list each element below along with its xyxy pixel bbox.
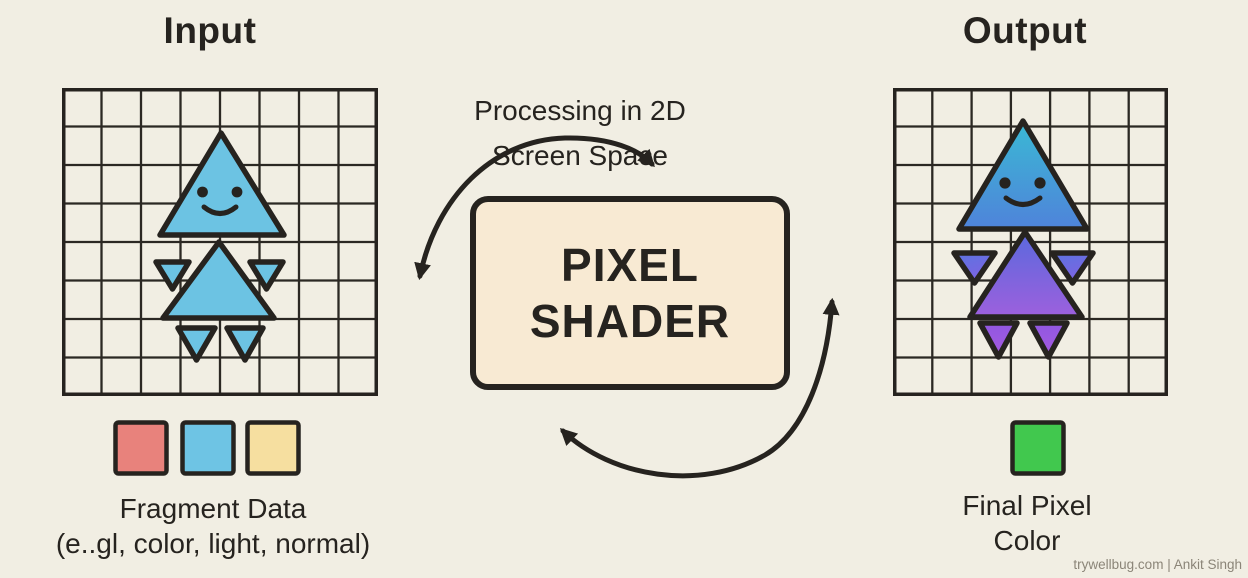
- character-left-eye: [999, 177, 1011, 189]
- character-right-arm: [1049, 250, 1096, 286]
- character-body: [967, 229, 1085, 320]
- pixel-shader-box-line1: PIXEL: [561, 239, 699, 291]
- character-right-eye: [1034, 177, 1046, 189]
- character-smile: [201, 204, 239, 216]
- grid-border: [62, 88, 378, 396]
- input-triangle-character: [153, 130, 287, 363]
- input-pixel-grid: [62, 88, 378, 396]
- processing-label-line2: Screen Space: [492, 140, 668, 171]
- final-pixel-caption-line1: Final Pixel: [962, 490, 1092, 521]
- character-head: [956, 118, 1090, 232]
- output-triangle-character: [951, 118, 1096, 360]
- fragment-data-caption-line1: Fragment Data: [119, 493, 307, 524]
- final-pixel-caption: Final Pixel Color: [902, 488, 1152, 558]
- character-left-arm: [153, 259, 192, 292]
- input-panel-title: Input: [163, 10, 257, 51]
- fragment-swatch-blue: [180, 420, 236, 476]
- character-head: [157, 130, 287, 238]
- character-right-leg: [224, 325, 266, 363]
- processing-label-line1: Processing in 2D: [474, 95, 686, 126]
- character-left-eye: [197, 186, 208, 198]
- character-body: [160, 239, 277, 321]
- fragment-data-caption: Fragment Data (e..gl, color, light, norm…: [22, 491, 404, 561]
- pixel-shader-box-line2: SHADER: [529, 295, 731, 347]
- pixel-shader-box: PIXEL SHADER: [470, 196, 790, 390]
- watermark: trywellbug.com | Ankit Singh: [1073, 557, 1242, 572]
- fragment-data-caption-line2: (e..gl, color, light, normal): [55, 528, 371, 559]
- character-right-leg: [1027, 320, 1070, 360]
- character-left-leg: [175, 325, 218, 363]
- processing-label: Processing in 2D Screen Space: [430, 88, 730, 178]
- output-pixel-grid: [893, 88, 1168, 396]
- final-pixel-caption-line2: Color: [993, 525, 1061, 556]
- character-left-leg: [977, 320, 1020, 360]
- character-right-arm: [247, 259, 286, 292]
- grid-border: [893, 88, 1168, 396]
- character-smile: [1003, 195, 1043, 207]
- fragment-swatch-red: [113, 420, 169, 476]
- fragment-swatch-yellow: [245, 420, 301, 476]
- final-pixel-swatch-green: [1010, 420, 1066, 476]
- output-panel-title: Output: [962, 10, 1088, 51]
- character-right-eye: [231, 186, 243, 198]
- character-left-arm: [951, 250, 998, 286]
